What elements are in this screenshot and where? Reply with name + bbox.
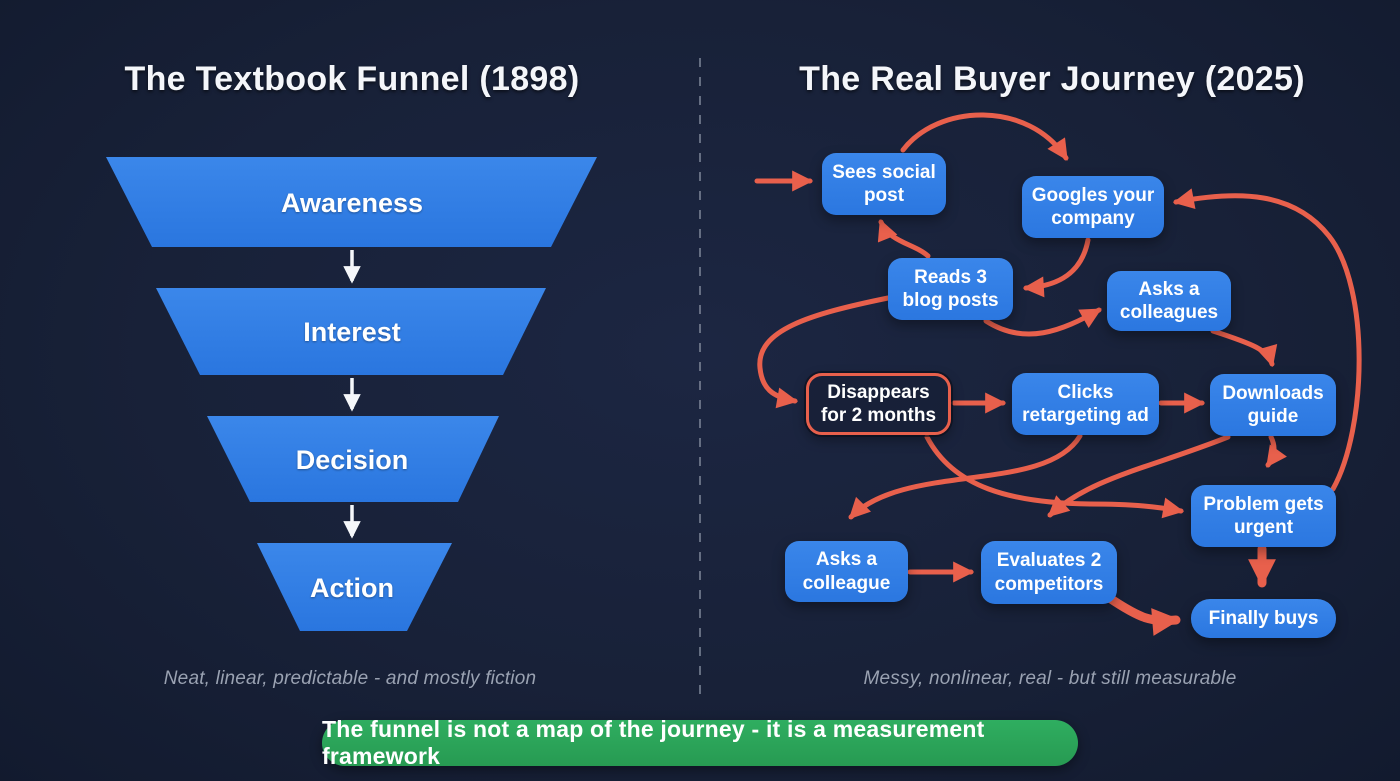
funnel-stage-decision-shape xyxy=(207,416,499,502)
edge-evaluates-2-competitors-to-finally-buys xyxy=(1103,592,1181,636)
funnel-stage-label-interest: Interest xyxy=(303,317,401,347)
node-clicks-retargeting-ad: Clicks retargeting ad xyxy=(1012,373,1159,435)
edge-downloads-guide-to-evaluates-2-competitors xyxy=(1047,434,1231,518)
node-finally-buys: Finally buys xyxy=(1191,599,1336,638)
edge-reads-3-blog-posts-to-sees-social-post xyxy=(877,219,931,259)
edge-problem-gets-urgent-to-googles-your-company xyxy=(1172,188,1362,492)
right-panel-title: The Real Buyer Journey (2025) xyxy=(799,60,1305,98)
edge-disappears-to-problem-gets-urgent xyxy=(924,434,1185,519)
node-disappears-for-2-months: Disappears for 2 months xyxy=(806,373,951,435)
left-panel-caption: Neat, linear, predictable - and mostly f… xyxy=(163,668,537,689)
panel-divider xyxy=(699,58,701,700)
node-asks-a-colleagues: Asks a colleagues xyxy=(1107,271,1231,331)
edge-asks-a-colleagues-to-downloads-guide xyxy=(1210,328,1278,368)
edge-googles-your-company-to-reads-3-blog-posts xyxy=(1022,237,1091,298)
node-problem-gets-urgent: Problem gets urgent xyxy=(1191,485,1336,547)
edge-sees-social-post-to-googles-your-company xyxy=(900,112,1069,161)
funnel-stage-interest-shape xyxy=(156,288,546,375)
node-asks-a-colleague: Asks a colleague xyxy=(785,541,908,602)
node-reads-3-blog-posts: Reads 3 blog posts xyxy=(888,258,1013,320)
node-sees-social-post: Sees social post xyxy=(822,153,946,215)
funnel-stage-label-decision: Decision xyxy=(295,445,409,475)
left-panel-title: The Textbook Funnel (1898) xyxy=(124,60,580,98)
node-downloads-guide: Downloads guide xyxy=(1210,374,1336,436)
node-googles-your-company: Googles your company xyxy=(1022,176,1164,238)
node-evaluates-2-competitors: Evaluates 2 competitors xyxy=(981,541,1117,604)
edge-clicks-retargeting-ad-to-asks-a-colleague xyxy=(848,433,1083,520)
funnel-graphic xyxy=(106,157,597,631)
funnel-stage-label-awareness: Awareness xyxy=(280,188,424,218)
edge-reads-3-blog-posts-to-asks-a-colleagues xyxy=(983,307,1102,337)
right-panel-caption: Messy, nonlinear, real - but still measu… xyxy=(863,668,1237,689)
edge-downloads-guide-to-problem-gets-urgent xyxy=(1265,434,1287,468)
journey-edges xyxy=(754,112,1362,636)
takeaway-banner: The funnel is not a map of the journey -… xyxy=(322,716,1078,769)
funnel-stage-awareness-shape xyxy=(106,157,597,247)
funnel-stage-label-action: Action xyxy=(310,573,394,603)
funnel-stage-action-shape xyxy=(257,543,452,631)
edge-reads-3-blog-posts-to-disappears-for-2-months xyxy=(757,295,891,409)
